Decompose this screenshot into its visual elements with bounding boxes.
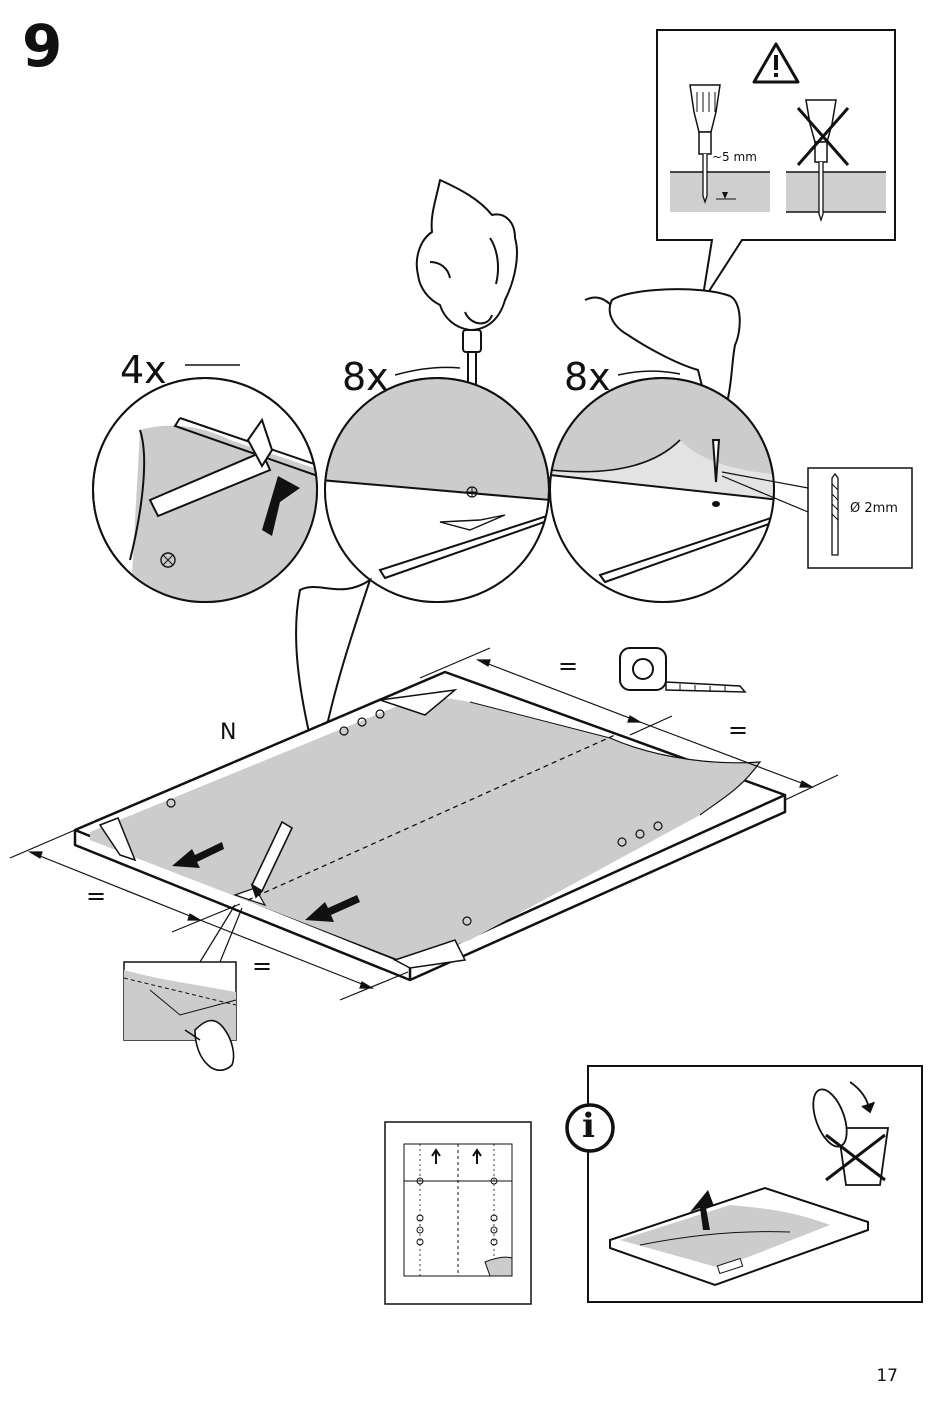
detail-circle-2 [320,367,550,610]
detail-2-count: 8x [342,355,389,399]
drill-depth-label: ~5 mm [712,150,757,164]
equal-mark-top-right: = [728,716,748,744]
layout-diagram-box [385,1122,531,1304]
info-symbol: i [582,1106,595,1146]
equal-mark-bottom-left: = [86,882,106,910]
detail-3-count: 8x [564,355,611,399]
drill-bit-diameter: Ø 2mm [850,501,898,516]
panel-marker: N [220,720,236,745]
detail-circle-3 [550,371,780,610]
detail-circle-1 [93,365,320,610]
main-panel [75,672,785,980]
detail-1-count: 4x [120,348,167,392]
page-number: 17 [876,1366,898,1386]
equal-mark-bottom-right: = [252,952,272,980]
info-box [567,1066,922,1302]
drill-bit-icon [832,474,838,555]
tape-measure-icon [620,648,745,692]
equal-mark-top-left: = [558,652,578,680]
warning-panel [657,30,895,302]
screw-mark-icon [467,487,477,497]
